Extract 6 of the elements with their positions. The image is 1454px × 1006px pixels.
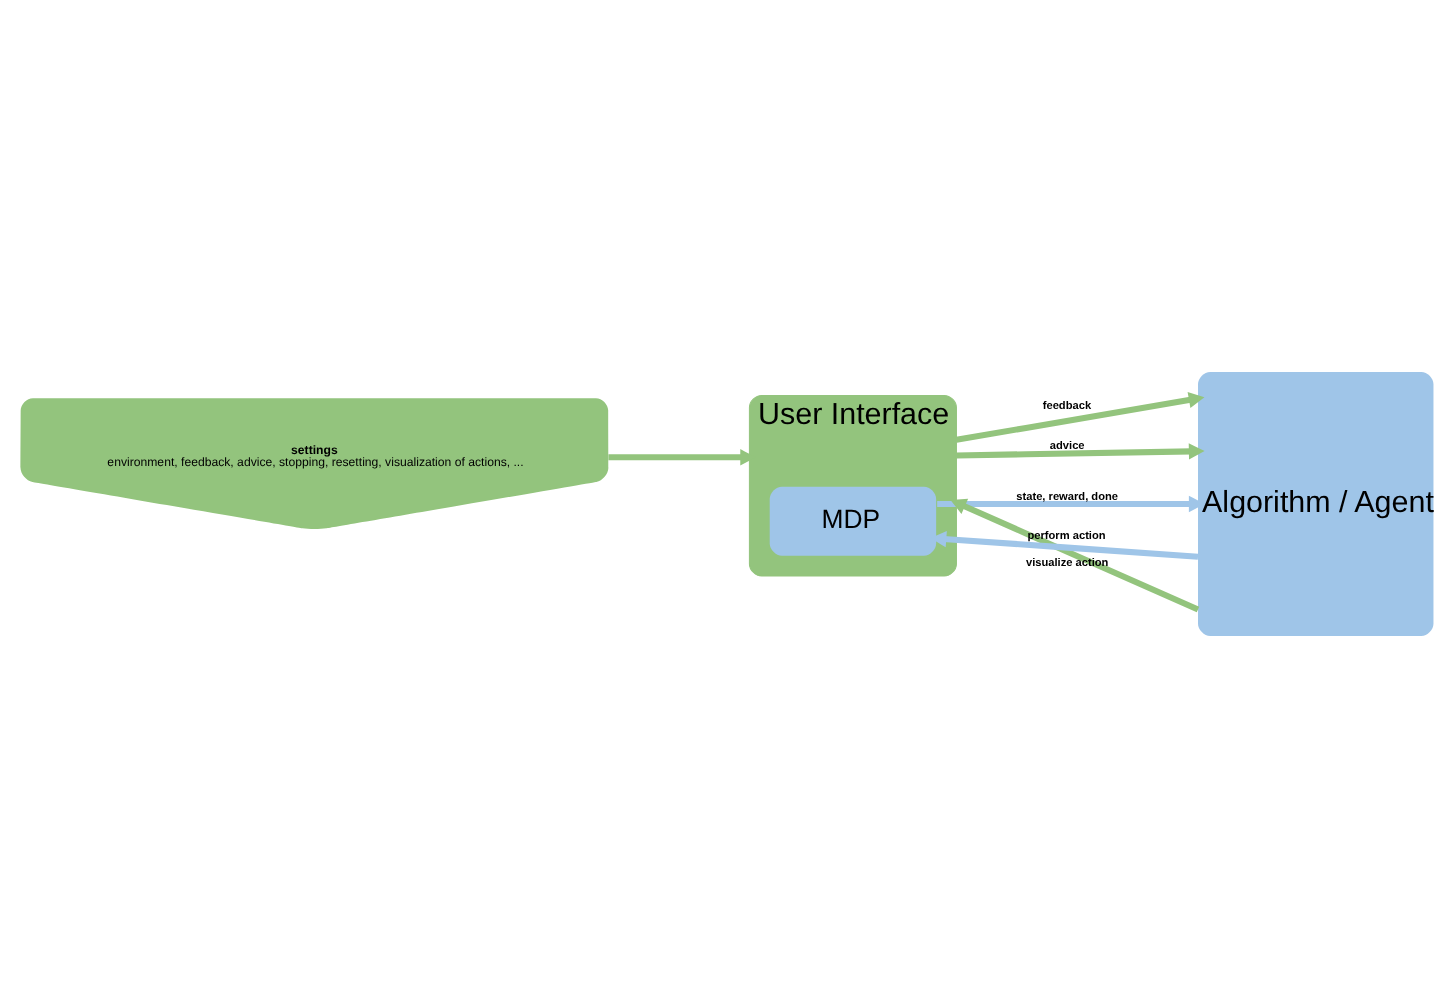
node-box: Algorithm / Agent [1198, 371, 1434, 635]
arrow [930, 529, 1199, 559]
arrow [950, 497, 1200, 612]
arrow [955, 390, 1205, 442]
node-box: MDP [769, 485, 937, 555]
arrow [956, 442, 1205, 459]
